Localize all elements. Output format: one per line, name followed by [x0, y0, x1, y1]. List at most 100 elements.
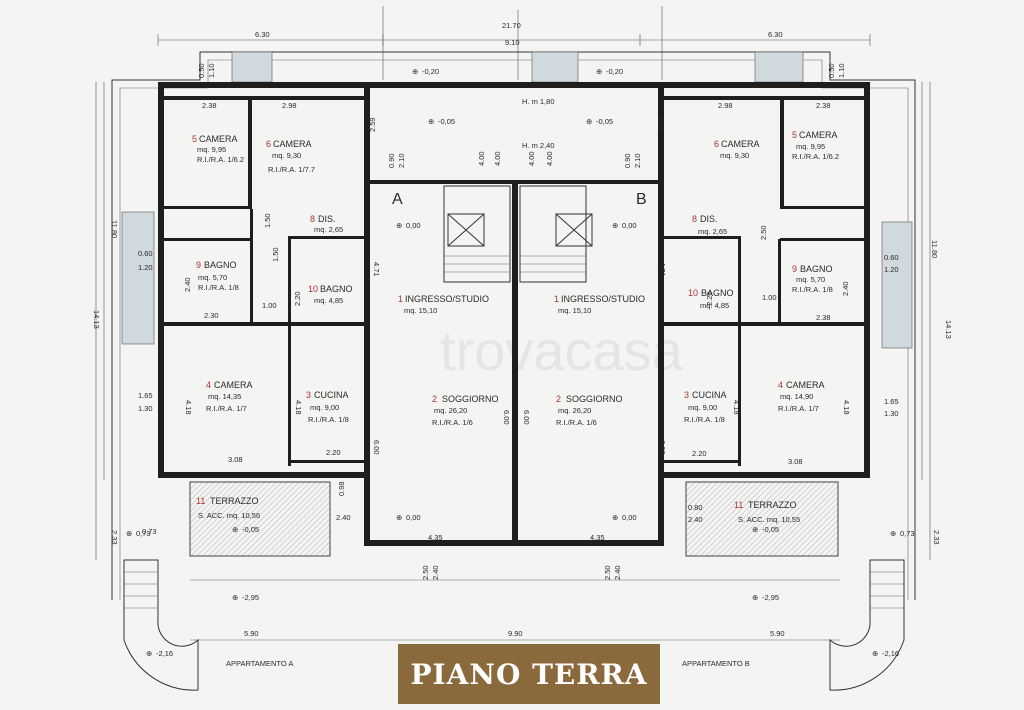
svg-text:CAMERA: CAMERA [199, 134, 238, 144]
svg-text:1.30: 1.30 [884, 409, 899, 418]
building-walls [158, 82, 870, 546]
svg-text:R.I./R.A. 1/6: R.I./R.A. 1/6 [432, 418, 473, 427]
svg-text:TERRAZZO: TERRAZZO [748, 500, 797, 510]
level-floor-a-low: 0,00 [406, 513, 421, 522]
svg-text:⊕: ⊕ [890, 529, 896, 538]
svg-text:1.30: 1.30 [138, 404, 153, 413]
dim-bottom-right: 5.90 [770, 629, 785, 638]
level-stair-b: -2,16 [882, 649, 899, 658]
svg-text:0.60: 0.60 [884, 253, 899, 262]
svg-text:BAGNO: BAGNO [701, 288, 734, 298]
svg-text:2.98: 2.98 [282, 101, 297, 110]
svg-text:2.20: 2.20 [326, 448, 341, 457]
svg-text:CUCINA: CUCINA [314, 390, 349, 400]
svg-text:0.60: 0.60 [138, 249, 153, 258]
window-recess [231, 51, 273, 83]
watermark: trovacasa [440, 319, 684, 382]
svg-text:⊕: ⊕ [126, 529, 132, 538]
svg-text:R.I./R.A. 1/7: R.I./R.A. 1/7 [778, 404, 819, 413]
level-terrace-a: -0,05 [242, 525, 259, 534]
svg-text:mq. 9,00: mq. 9,00 [310, 403, 339, 412]
svg-text:2.38: 2.38 [816, 101, 831, 110]
svg-text:mq. 5,70: mq. 5,70 [198, 273, 227, 282]
window-recess [754, 51, 804, 83]
svg-text:4.35: 4.35 [590, 533, 605, 542]
level-yard-b: -2,95 [762, 593, 779, 602]
svg-text:⊕: ⊕ [232, 525, 238, 534]
level-porch-a: 0,73 [136, 529, 151, 538]
svg-text:CAMERA: CAMERA [721, 139, 760, 149]
svg-text:⊕: ⊕ [396, 221, 402, 230]
svg-text:CAMERA: CAMERA [214, 380, 253, 390]
terrace-a [189, 481, 331, 557]
svg-text:R.I./R.A. 1/7.7: R.I./R.A. 1/7.7 [268, 165, 315, 174]
svg-text:9: 9 [792, 264, 797, 274]
svg-text:2: 2 [432, 394, 437, 404]
level-yard-a: -2,95 [242, 593, 259, 602]
dim-bottom-center: 9.90 [508, 629, 523, 638]
svg-text:SOGGIORNO: SOGGIORNO [566, 394, 623, 404]
window-recess [531, 51, 579, 83]
svg-text:2: 2 [556, 394, 561, 404]
svg-text:CUCINA: CUCINA [692, 390, 727, 400]
svg-text:S. ACC. mq. 10,56: S. ACC. mq. 10,56 [198, 511, 260, 520]
svg-text:1: 1 [554, 294, 559, 304]
svg-text:2.50: 2.50 [603, 565, 612, 580]
svg-text:4: 4 [206, 380, 211, 390]
svg-text:4.71: 4.71 [658, 262, 667, 277]
svg-text:0.98: 0.98 [337, 481, 346, 496]
svg-text:BAGNO: BAGNO [320, 284, 353, 294]
level-floor-b-low: 0,00 [622, 513, 637, 522]
exterior-stair-b [829, 559, 905, 691]
svg-text:3: 3 [306, 390, 311, 400]
svg-text:CAMERA: CAMERA [786, 380, 825, 390]
svg-text:6: 6 [714, 139, 719, 149]
svg-text:mq. 5,70: mq. 5,70 [796, 275, 825, 284]
svg-text:6.00: 6.00 [522, 410, 531, 425]
svg-text:2.50: 2.50 [759, 225, 768, 240]
svg-text:4.00: 4.00 [493, 151, 502, 166]
bottom-dimensions: 5.90 9.90 5.90 [244, 629, 785, 638]
svg-text:2.10: 2.10 [633, 153, 642, 168]
svg-text:mq. 2,65: mq. 2,65 [698, 227, 727, 236]
svg-text:mq. 14,90: mq. 14,90 [780, 392, 813, 401]
svg-text:mq. 4,85: mq. 4,85 [700, 301, 729, 310]
svg-text:2.10: 2.10 [397, 153, 406, 168]
svg-text:mq. 26,20: mq. 26,20 [434, 406, 467, 415]
svg-text:R.I./R.A. 1/8: R.I./R.A. 1/8 [684, 415, 725, 424]
svg-text:0.73: 0.73 [142, 527, 157, 536]
svg-text:4.00: 4.00 [477, 151, 486, 166]
svg-text:S. ACC. mq. 10,55: S. ACC. mq. 10,55 [738, 515, 800, 524]
level-floor-a: 0,00 [406, 221, 421, 230]
svg-text:1.20: 1.20 [884, 265, 899, 274]
svg-text:2.20: 2.20 [293, 291, 302, 306]
svg-text:R.I./R.A. 1/8: R.I./R.A. 1/8 [198, 283, 239, 292]
dim-top-right: 6.30 [768, 30, 783, 39]
svg-text:mq. 15,10: mq. 15,10 [404, 306, 437, 315]
svg-text:2.40: 2.40 [841, 281, 850, 296]
level-porch-b: 0,73 [900, 529, 915, 538]
dim-bottom-left: 5.90 [244, 629, 259, 638]
svg-text:0.90: 0.90 [387, 153, 396, 168]
staircase [443, 185, 593, 283]
svg-text:2.20: 2.20 [705, 291, 714, 306]
dim-side-terrace-right: 2.33 [932, 530, 941, 545]
svg-text:2.38: 2.38 [816, 313, 831, 322]
dim-side-terrace-left: 2.33 [110, 530, 119, 545]
svg-text:⊕: ⊕ [612, 513, 618, 522]
svg-text:0.50: 0.50 [197, 63, 206, 78]
svg-text:2.40: 2.40 [431, 565, 440, 580]
svg-text:CAMERA: CAMERA [273, 139, 312, 149]
site-boundary [111, 51, 916, 641]
svg-text:4.00: 4.00 [527, 151, 536, 166]
svg-text:1.65: 1.65 [138, 391, 153, 400]
svg-text:2.40: 2.40 [183, 277, 192, 292]
svg-text:1.00: 1.00 [762, 293, 777, 302]
